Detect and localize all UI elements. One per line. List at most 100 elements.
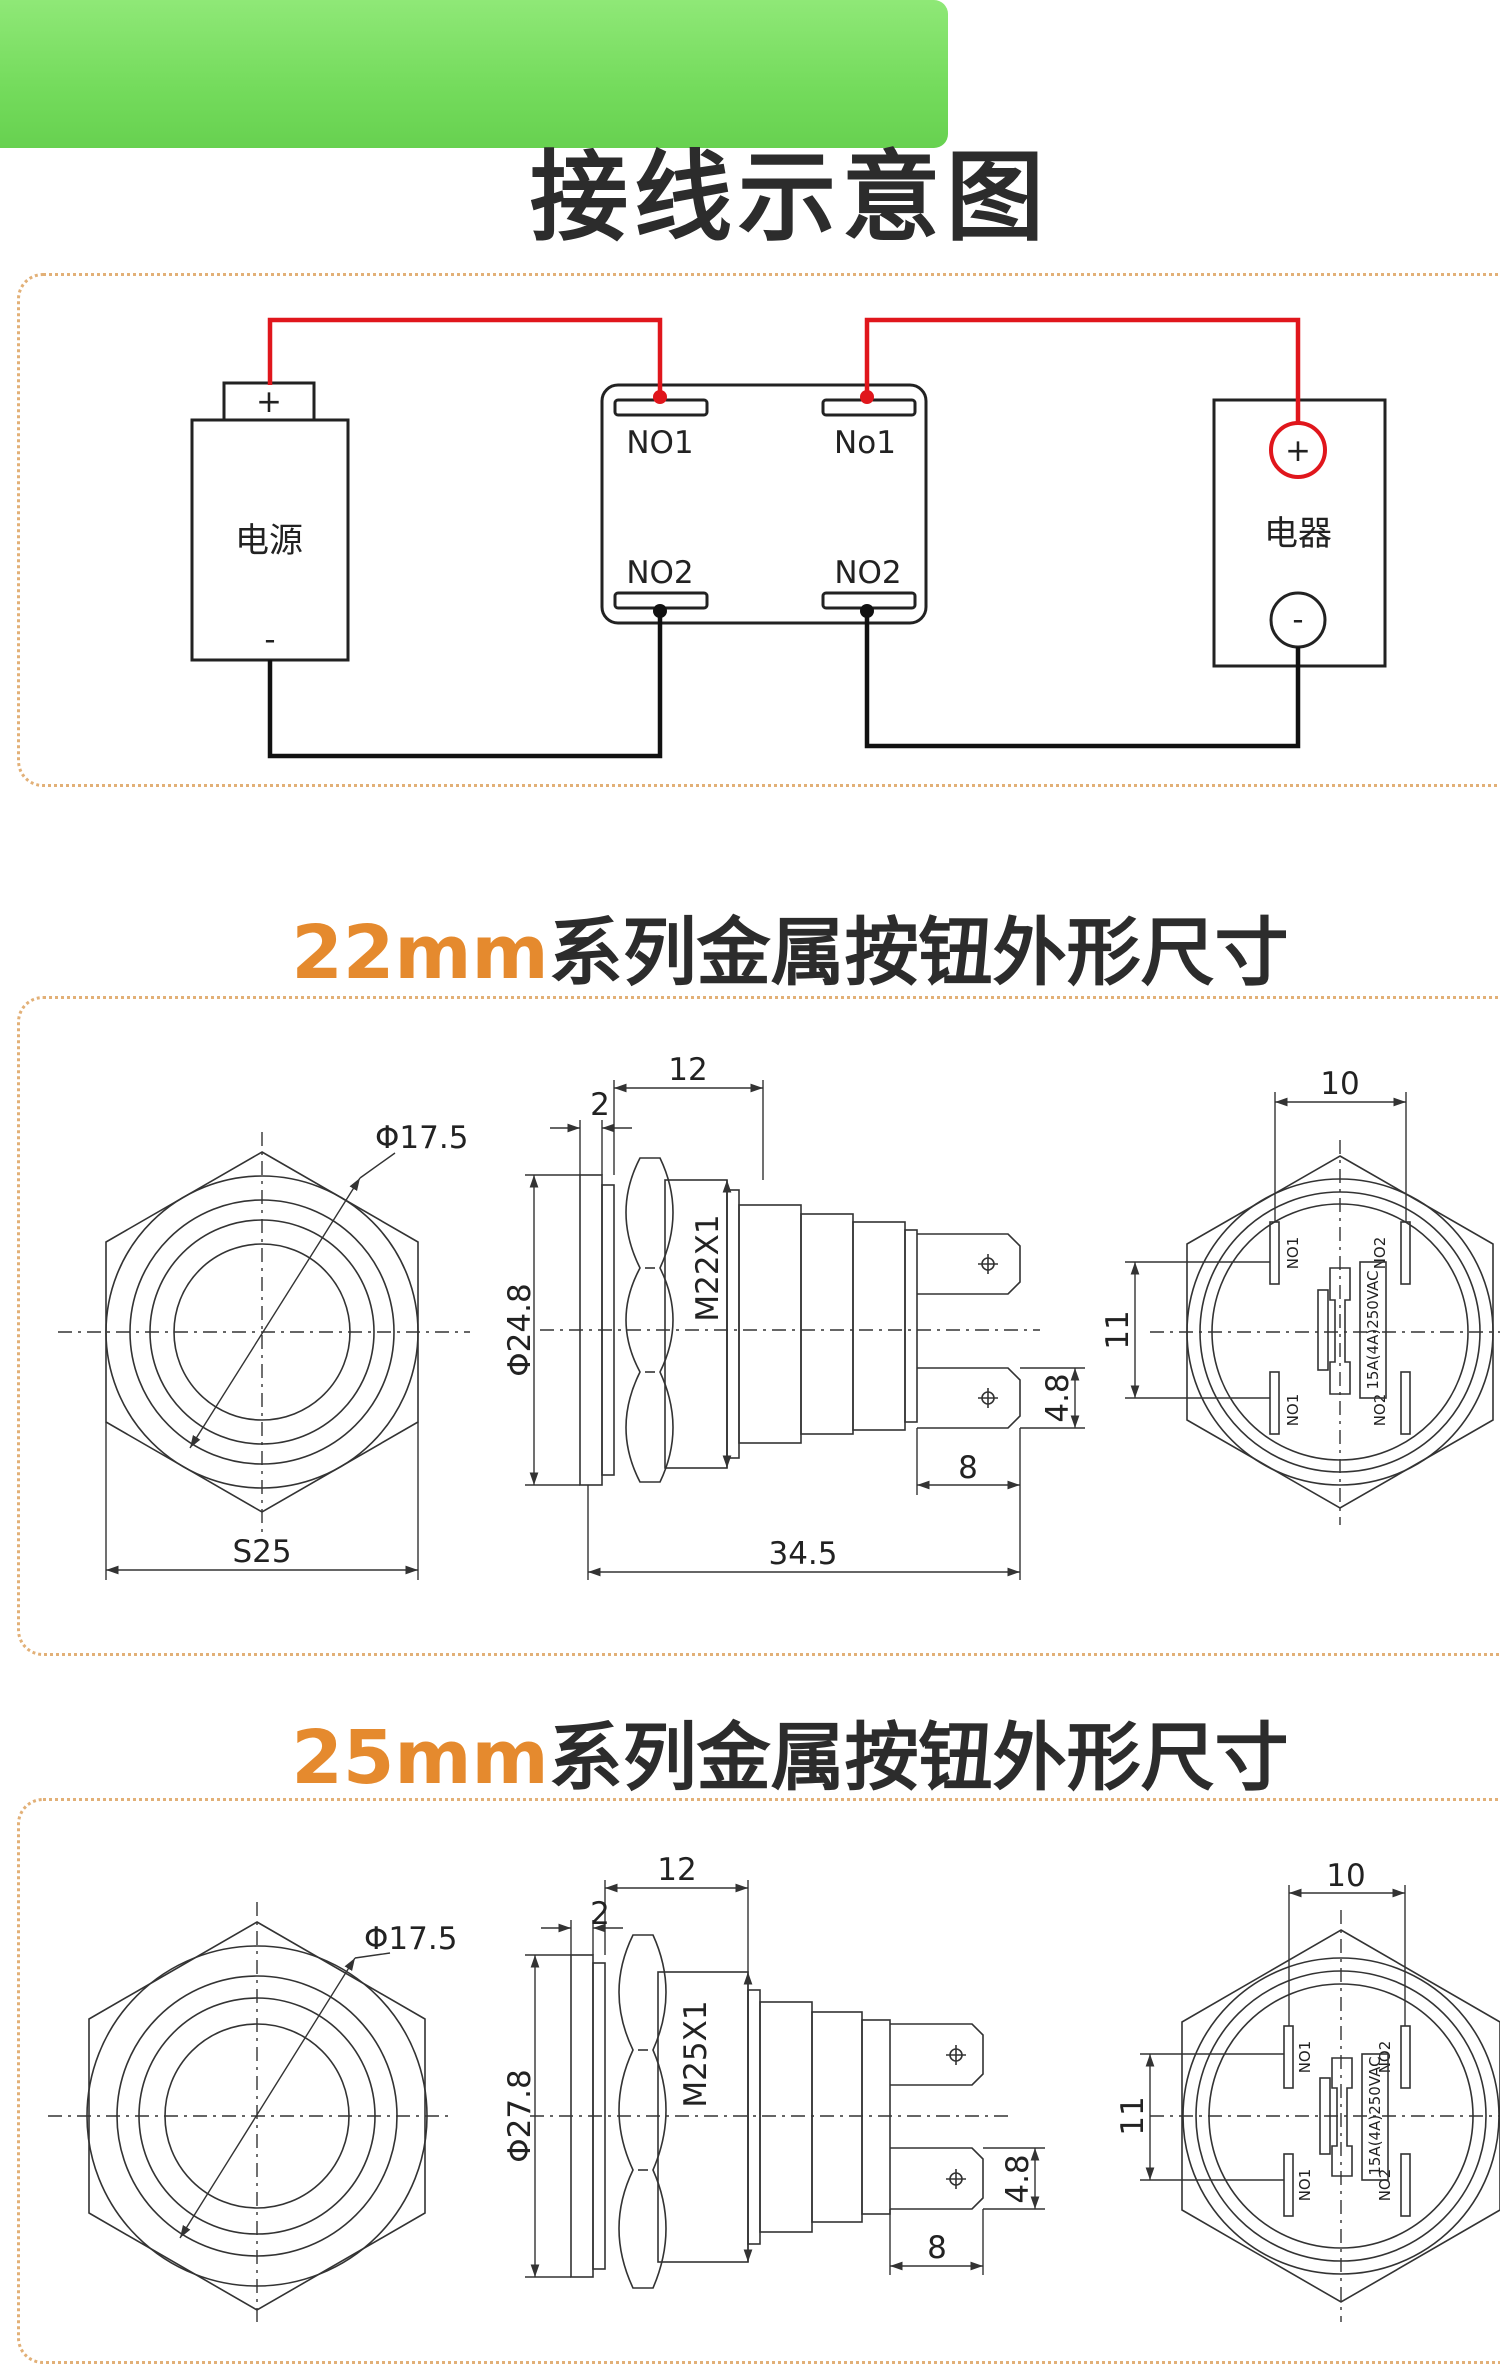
pin-tab: [1283, 2153, 1294, 2217]
nut: [618, 1934, 667, 2289]
pin-label: NO2: [1376, 2169, 1394, 2202]
dim-label-12: 12: [668, 1052, 707, 1088]
terminal-label: NO2: [834, 555, 901, 591]
terminal-label: NO2: [626, 555, 693, 591]
pin-tab: [1269, 1371, 1280, 1435]
terminal-label: No1: [834, 425, 896, 461]
housing: [759, 2001, 813, 2233]
housing: [800, 1213, 854, 1435]
section-title-25mm: 25mm系列金属按钮外形尺寸: [0, 1698, 1500, 1805]
rating-label: 15A(4A)250VAC: [1364, 1270, 1382, 1389]
pin-tab: [1400, 2153, 1411, 2217]
pin-label: NO1: [1284, 1394, 1302, 1427]
pin-tab: [1400, 1221, 1411, 1285]
housing: [852, 1221, 906, 1431]
black-wire: [267, 612, 663, 759]
dimension-panel-22mm: [17, 996, 1500, 1656]
dim-label-8: 8: [927, 2230, 947, 2266]
leader-line: [354, 1952, 391, 1959]
housing: [811, 2011, 863, 2223]
wire-dot: [860, 390, 874, 404]
housing: [904, 1229, 918, 1423]
front-view-25: Φ17.5: [48, 1902, 457, 2322]
pin-tab: [1269, 1221, 1280, 1285]
back-view-22: NO1 NO2 NO1 NO2 15A(4A)250VAC 10 11: [1100, 1066, 1500, 1525]
dim-label-10: 10: [1326, 1858, 1365, 1894]
dim-label-width: S25: [232, 1534, 291, 1570]
black-wire: [864, 612, 1301, 749]
pin-label: NO1: [1284, 1237, 1302, 1270]
section-title-text: 系列金属按钮外形尺寸: [548, 910, 1289, 996]
appliance-minus-label: -: [1292, 602, 1303, 638]
dim-label-11: 11: [1100, 1310, 1136, 1349]
dim-label-length: 34.5: [768, 1536, 837, 1572]
section-title-22mm: 22mm系列金属按钮外形尺寸: [0, 893, 1500, 1000]
section-title-accent: 22mm: [291, 910, 549, 996]
dim-label-thread: M25X1: [678, 2000, 714, 2107]
leader-line: [359, 1152, 396, 1179]
dimensions-25mm: Φ17.5 12: [48, 1852, 1500, 2322]
wiring-panel: [17, 273, 1500, 787]
terminal-tab: [890, 2023, 984, 2086]
pin-label: NO1: [1296, 2041, 1314, 2074]
terminal-tab: [917, 1233, 1021, 1295]
dim-label-diameter: Φ17.5: [364, 1921, 457, 1957]
thread-step: [726, 1189, 740, 1459]
red-wire: [864, 317, 1301, 423]
terminal-label: NO1: [626, 425, 693, 461]
dim-label-48: 4.8: [1040, 1373, 1076, 1422]
pin-tab: [1400, 2025, 1411, 2089]
appliance-plus-label: +: [1285, 433, 1311, 469]
contact-bridge: [1329, 1267, 1351, 1395]
appliance-label: 电器: [1264, 514, 1332, 554]
switch-box: [600, 383, 928, 625]
dim-label-diameter: Φ27.8: [502, 2069, 538, 2162]
section-title-text: 系列金属按钮外形尺寸: [548, 1715, 1289, 1801]
rating-label: 15A(4A)250VAC: [1366, 2056, 1384, 2175]
contact-bridge: [1331, 2057, 1353, 2177]
dim-label-diameter: Φ24.8: [502, 1283, 538, 1376]
dim-diameter: [179, 1957, 356, 2239]
dim-label-48: 4.8: [1000, 2154, 1036, 2203]
housing: [738, 1204, 802, 1444]
pin-label: NO2: [1376, 2041, 1394, 2074]
pin-tab: [1283, 2025, 1294, 2089]
pin-tab: [1400, 1371, 1411, 1435]
pin-label: NO2: [1371, 1237, 1389, 1270]
dim-label-diameter: Φ17.5: [375, 1120, 468, 1156]
side-view-22: 12 2 Φ24.8 M22X1 34.5 8 4.8: [502, 1052, 1085, 1580]
power-source-label: 电源: [235, 521, 303, 561]
nut: [625, 1157, 674, 1483]
contact-bridge: [1319, 2077, 1331, 2155]
wire-dot: [860, 604, 874, 618]
wiring-diagram: + 电源 - NO1 No1 NO2 NO2 + 电器 -: [190, 317, 1387, 759]
hex-outline: [1181, 1929, 1500, 2303]
pin-label: NO1: [1296, 2169, 1314, 2202]
dim-label-10: 10: [1320, 1066, 1359, 1102]
dim-diameter: [189, 1177, 361, 1449]
dim-label-12: 12: [657, 1852, 696, 1888]
side-view-25: 12 2 Φ27.8 M25X1 8 4.8: [502, 1852, 1045, 2289]
contact-bridge: [1317, 1289, 1329, 1371]
thread-step: [747, 1989, 761, 2245]
pin-label: NO2: [1371, 1394, 1389, 1427]
red-wire: [267, 317, 663, 396]
rating-plate: [1361, 2053, 1389, 2181]
wire-dot: [653, 604, 667, 618]
dimensions-22mm: Φ17.5 S25: [58, 1052, 1500, 1580]
dim-label-thread: M22X1: [690, 1214, 726, 1321]
wire-dot: [653, 390, 667, 404]
dim-label-8: 8: [958, 1450, 978, 1486]
power-plus-label: +: [256, 384, 282, 420]
power-minus-label: -: [264, 622, 275, 658]
dim-label-2: 2: [590, 1896, 610, 1932]
rating-plate: [1359, 1261, 1387, 1399]
back-view-25: NO1 NO2 NO1 NO2 15A(4A)250VAC 10 11: [1115, 1858, 1500, 2322]
front-view-22: Φ17.5 S25: [58, 1120, 470, 1580]
dim-label-2: 2: [590, 1087, 610, 1123]
terminal-tab: [917, 1367, 1021, 1429]
dim-label-11: 11: [1115, 2096, 1151, 2135]
housing: [861, 2019, 891, 2215]
page-title: 接线示意图: [529, 141, 1050, 255]
